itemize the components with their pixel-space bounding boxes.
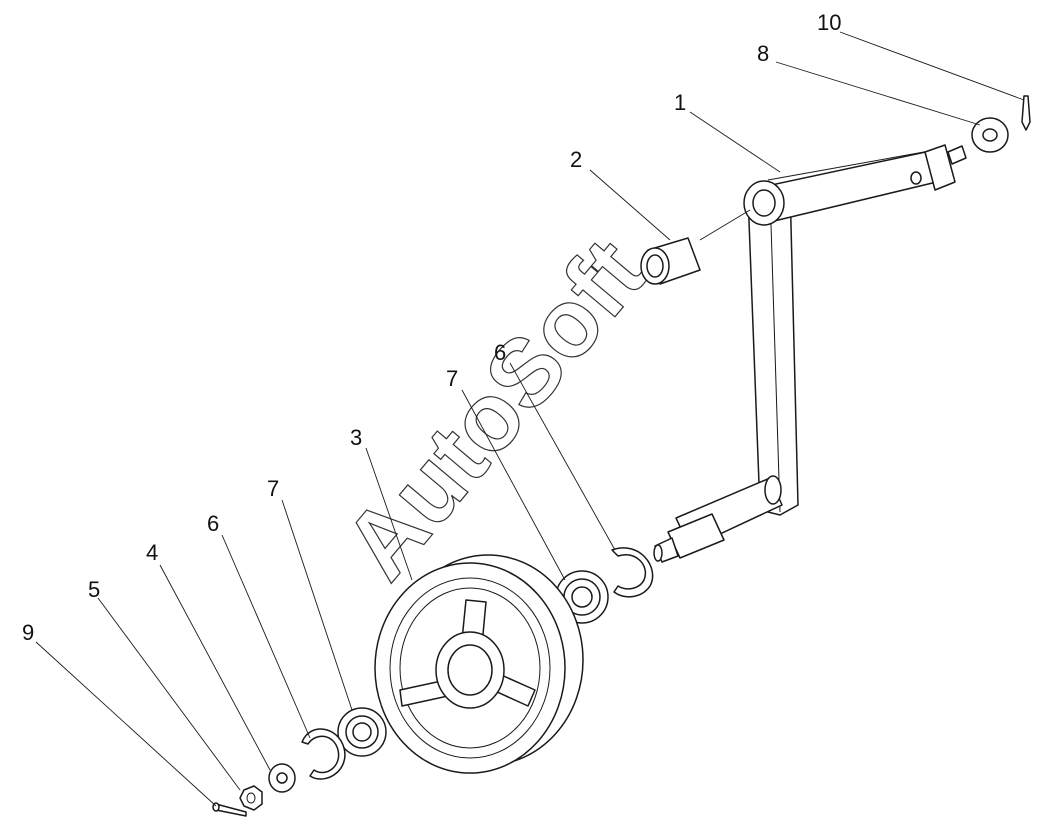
wheel [374,554,584,774]
callout-6-right: 6 [494,340,506,365]
washer-bottom [268,763,296,793]
callout-labels: 1 2 3 4 5 6 6 7 7 8 9 10 [22,10,841,645]
callout-3: 3 [350,425,362,450]
castle-nut [239,785,263,811]
snap-ring-right [611,547,654,598]
callout-9: 9 [22,620,34,645]
callout-7-left: 7 [267,476,279,501]
bushing-sleeve [640,237,701,285]
watermark: AutoSoft [324,220,666,599]
callout-7-right: 7 [446,366,458,391]
callout-10: 10 [817,10,841,35]
callout-8: 8 [757,41,769,66]
callout-1: 1 [674,90,686,115]
snap-ring-left [301,728,346,780]
washer-top [971,117,1009,153]
callout-2: 2 [570,147,582,172]
callout-4: 4 [146,540,158,565]
cotter-pin-top [1021,95,1031,131]
callout-5: 5 [88,577,100,602]
crank-arm-bracket [653,144,967,563]
leader-lines [35,31,1025,807]
cotter-pin-bottom [212,802,247,817]
bearing-left [337,707,387,757]
callout-6-left: 6 [207,511,219,536]
